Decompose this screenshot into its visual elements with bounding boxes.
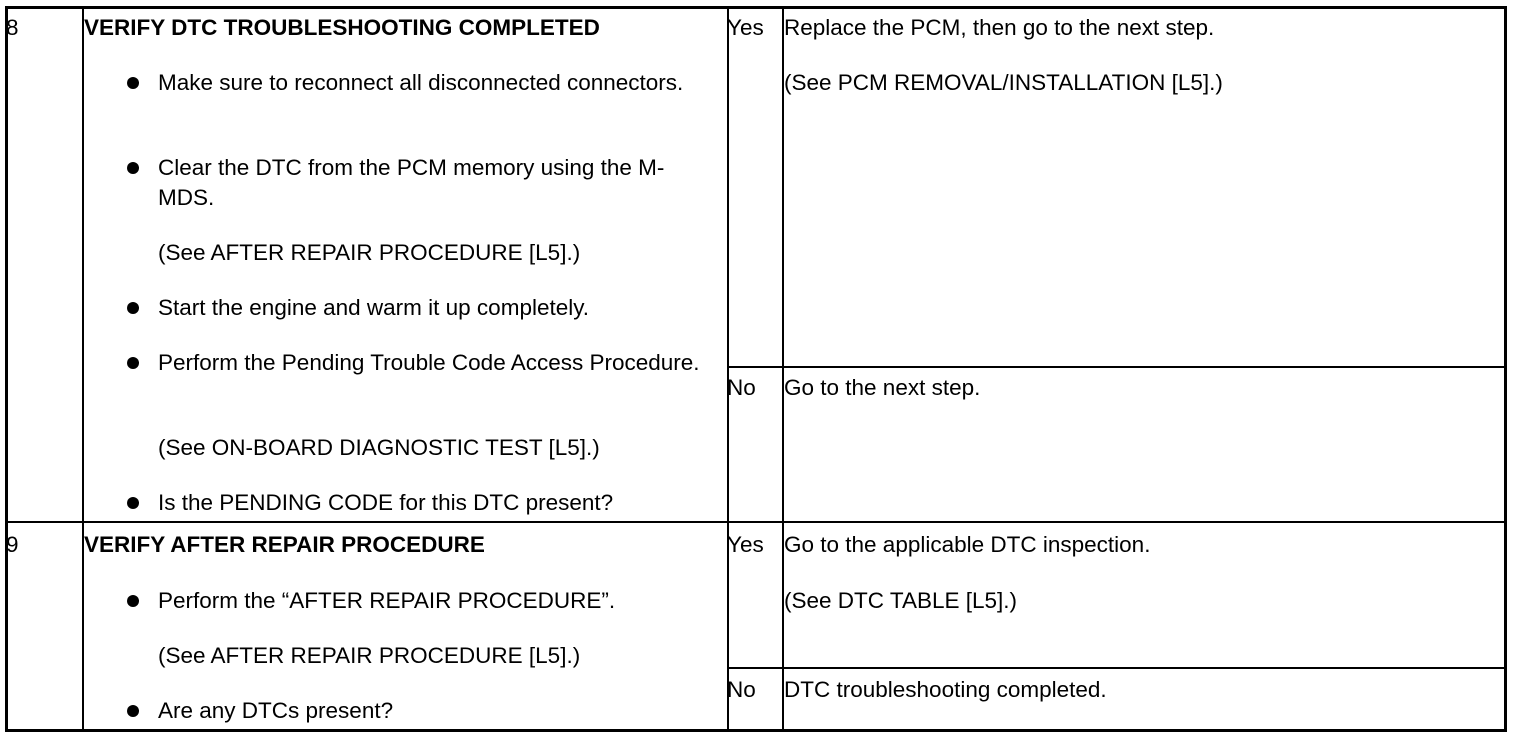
bullet-icon (127, 162, 139, 174)
step-number: 8 (6, 15, 19, 40)
answer-no: No (727, 375, 756, 400)
reference-note: (See AFTER REPAIR PROCEDURE [L5].) (158, 643, 581, 668)
action-text: Replace the PCM, then go to the next ste… (784, 15, 1215, 40)
check-item: Make sure to reconnect all disconnected … (158, 70, 684, 95)
step-number: 9 (6, 532, 19, 557)
row-divider (8, 521, 1504, 523)
bullet-icon (127, 357, 139, 369)
reference-note: (See PCM REMOVAL/INSTALLATION [L5].) (784, 70, 1223, 95)
bullet-icon (127, 705, 139, 717)
action-text: Go to the next step. (784, 375, 981, 400)
troubleshooting-table (5, 6, 1507, 732)
reference-note: (See ON-BOARD DIAGNOSTIC TEST [L5].) (158, 435, 600, 460)
column-divider (782, 9, 784, 729)
step-title: VERIFY AFTER REPAIR PROCEDURE (84, 532, 485, 557)
bullet-icon (127, 497, 139, 509)
step-title: VERIFY DTC TROUBLESHOOTING COMPLETED (84, 15, 600, 40)
action-text: DTC troubleshooting completed. (784, 677, 1107, 702)
answer-no: No (727, 677, 756, 702)
bullet-icon (127, 77, 139, 89)
column-divider (82, 9, 84, 729)
answer-yes: Yes (727, 15, 764, 40)
reference-note: (See AFTER REPAIR PROCEDURE [L5].) (158, 240, 581, 265)
check-item: Start the engine and warm it up complete… (158, 295, 590, 320)
action-text: Go to the applicable DTC inspection. (784, 532, 1151, 557)
bullet-icon (127, 595, 139, 607)
result-divider (727, 667, 1504, 669)
bullet-icon (127, 302, 139, 314)
check-item: Perform the “AFTER REPAIR PROCEDURE”. (158, 588, 616, 613)
column-divider (727, 9, 729, 729)
check-item: Are any DTCs present? (158, 698, 394, 723)
result-divider (727, 366, 1504, 368)
reference-note: (See DTC TABLE [L5].) (784, 588, 1017, 613)
check-item: Is the PENDING CODE for this DTC present… (158, 490, 614, 515)
answer-yes: Yes (727, 532, 764, 557)
check-item: Clear the DTC from the PCM memory using … (158, 155, 665, 210)
check-item: Perform the Pending Trouble Code Access … (158, 350, 700, 375)
